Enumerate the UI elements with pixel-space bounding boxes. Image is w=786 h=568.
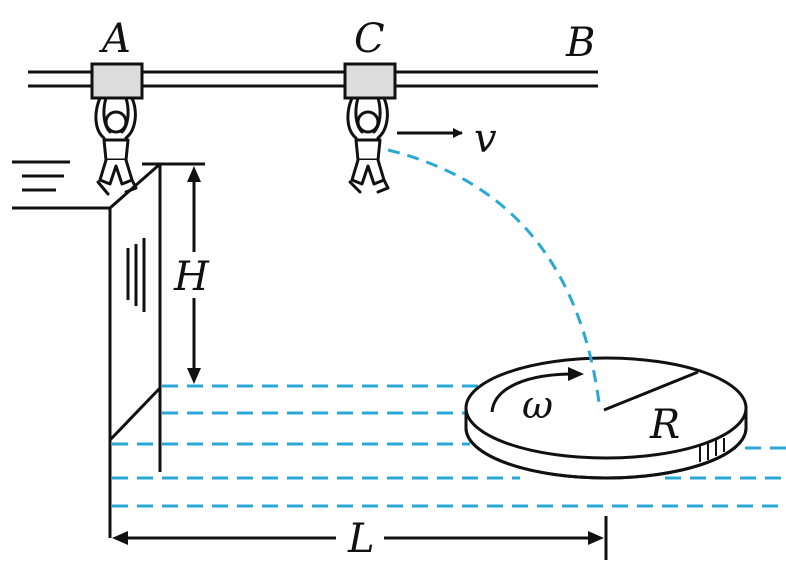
rotating-disc bbox=[464, 356, 748, 480]
label-l: L bbox=[347, 516, 375, 562]
label-r: R bbox=[649, 402, 680, 448]
label-b: B bbox=[565, 20, 595, 66]
person-at-a-icon bbox=[94, 96, 138, 196]
label-omega: ω bbox=[522, 383, 553, 427]
water-lines-left bbox=[12, 160, 70, 192]
rotation-arrow bbox=[490, 367, 584, 413]
trolley-block-c bbox=[343, 62, 397, 100]
height-marker bbox=[187, 166, 201, 384]
person-at-c-icon bbox=[346, 96, 390, 194]
dashed-water-lines bbox=[112, 384, 786, 508]
trolley-block-a bbox=[90, 62, 144, 100]
trajectory-dashed bbox=[387, 148, 602, 411]
radius-line bbox=[603, 370, 699, 412]
distance-marker bbox=[112, 516, 608, 560]
label-a: A bbox=[98, 16, 131, 62]
label-h: H bbox=[173, 254, 210, 300]
label-v: v bbox=[474, 116, 497, 162]
platform-tower bbox=[12, 162, 205, 538]
label-c: C bbox=[354, 16, 385, 62]
